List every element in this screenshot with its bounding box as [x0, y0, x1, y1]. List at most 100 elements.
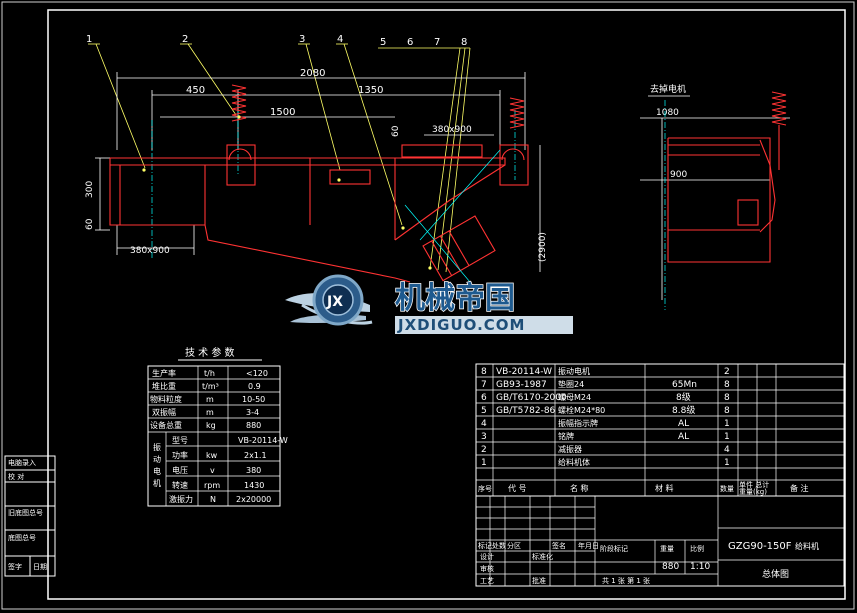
bom-code: VB-20114-W: [496, 367, 552, 377]
title-block-review: 审核: [480, 564, 494, 573]
side-note: 去掉电机: [650, 83, 686, 95]
side-view: 去掉电机 1080 900: [640, 83, 790, 310]
tech-unit: m: [206, 395, 214, 404]
title-block-cell: 年月日: [578, 541, 599, 550]
bom-no: 8: [481, 367, 487, 377]
dim-450: 450: [186, 85, 205, 96]
motor-unit: rpm: [204, 481, 220, 490]
bom-name: 垫圈24: [558, 379, 584, 389]
tech-value: 0.9: [248, 382, 261, 391]
bom-qty: 1: [724, 419, 730, 429]
bom-no: 4: [481, 419, 487, 429]
scale-label: 比例: [690, 544, 704, 553]
bom-no: 5: [481, 406, 487, 416]
motor-name: 激振力: [169, 494, 193, 504]
bom-no: 3: [481, 432, 487, 442]
inner-border: [47, 9, 846, 600]
bom-name: 减振器: [558, 444, 582, 454]
tech-name: 堆比重: [152, 381, 176, 391]
strip-label: 底图总号: [8, 533, 36, 542]
tech-table: 技 术 参 数 生产率 t/h <120 堆比重 t/m³ 0.9 物料粒度 m: [147, 346, 288, 507]
bom-header-name: 名 称: [570, 483, 589, 493]
strip-label: 签字: [8, 562, 22, 571]
callout-label: 3: [299, 34, 305, 45]
motor-value: 380: [246, 466, 261, 475]
title-block-standard: 标准化: [532, 552, 553, 561]
dim-2900: (2900): [538, 232, 548, 262]
bom-header-code: 代 号: [508, 483, 527, 493]
bom-header-weight: 单件 总计: [739, 480, 769, 489]
bom-code: GB/T6170-2000: [496, 393, 567, 403]
tech-value: 3-4: [246, 408, 259, 417]
tech-unit: t/m³: [202, 382, 219, 391]
side-dim-mid: 900: [670, 170, 687, 180]
tech-unit: m: [206, 408, 214, 417]
title-block-approve: 批准: [532, 576, 546, 585]
dim-60: 60: [85, 218, 95, 230]
bom-qty: 2: [724, 367, 730, 377]
front-view: 1 2 3 4 5 6 7 8 2080: [85, 34, 548, 283]
drawing-suffix: 给料机: [795, 541, 819, 551]
tech-name: 双振幅: [152, 407, 176, 417]
bom-no: 2: [481, 445, 487, 455]
dim-bottom: 380x900: [130, 246, 170, 256]
motor-group-char: 振: [153, 442, 164, 452]
dim-slot: 380x900: [432, 125, 472, 135]
tech-name: 设备总重: [150, 420, 182, 430]
bom-no: 7: [481, 380, 487, 390]
dim-side-60: 60: [391, 125, 401, 137]
tech-table-title: 技 术 参 数: [185, 346, 235, 359]
motor-value: 2x20000: [236, 495, 271, 504]
left-strip: 电脑录入 校 对 旧底图总号 底图总号 签字 日期: [4, 455, 56, 577]
callout-label: 7: [434, 37, 440, 48]
motor-name: 转速: [172, 480, 188, 490]
bom-name: 螺母M24: [558, 392, 591, 402]
tech-value: <120: [246, 369, 268, 378]
drawing-number: GZG90-150F: [728, 541, 792, 552]
bom-qty: 1: [724, 432, 730, 442]
dim-300: 300: [85, 181, 95, 198]
side-dim-top: 1080: [656, 108, 679, 118]
callout-label: 4: [337, 34, 343, 45]
bom-qty: 8: [724, 380, 730, 390]
motor-value: VB-20114-W: [238, 436, 288, 445]
sheet-info: 共 1 张 第 1 张: [602, 576, 650, 585]
title-block-design: 设计: [480, 552, 494, 561]
motor-group-char: 机: [153, 478, 164, 488]
strip-label: 旧底图总号: [8, 508, 43, 517]
motor-unit: N: [210, 495, 216, 504]
weight-value: 880: [662, 562, 679, 572]
bom-qty: 8: [724, 393, 730, 403]
tech-name: 物料粒度: [150, 394, 182, 404]
title-block: 标记 处数 分区 签名 年月日 设计 标准化 审核 工艺 批准 阶段标记 重量 …: [475, 495, 845, 587]
callout-label: 2: [182, 34, 188, 45]
drawing-name: 总体图: [762, 568, 789, 580]
bom-header-no: 序号: [478, 484, 492, 493]
bom-header-remark: 备 注: [790, 483, 809, 493]
title-block-cell: 分区: [507, 541, 521, 550]
motor-group-char: 电: [153, 466, 164, 476]
tech-value: 880: [246, 421, 261, 430]
title-block-process: 工艺: [480, 577, 494, 585]
bom-header-qty: 数量: [720, 484, 734, 493]
bom-no: 6: [481, 393, 487, 403]
bom-code: GB/T5782-86: [496, 406, 556, 416]
bom-code: GB93-1987: [496, 380, 547, 390]
tech-unit: kg: [206, 421, 216, 430]
bom-name: 给料机体: [558, 457, 590, 467]
bom-rows: 8 VB-20114-W 振动电机 2 7 GB93-1987 垫圈24 65M…: [481, 366, 730, 468]
bom-table: 8 VB-20114-W 振动电机 2 7 GB93-1987 垫圈24 65M…: [475, 363, 845, 497]
title-block-cell: 处数: [492, 541, 506, 550]
bom-name: 螺栓M24*80: [558, 405, 605, 415]
motor-group-vertical: 振动电机: [153, 442, 164, 488]
strip-label: 校 对: [8, 472, 24, 481]
title-block-change-row: 标记: [478, 541, 492, 550]
motor-unit: v: [210, 466, 215, 475]
tech-value: 10-50: [242, 395, 265, 404]
weight-label: 重量: [660, 545, 674, 553]
tech-name: 生产率: [152, 368, 176, 378]
motor-value: 2x1.1: [244, 451, 267, 460]
bom-qty: 4: [724, 445, 730, 455]
motor-name: 电压: [172, 465, 188, 475]
